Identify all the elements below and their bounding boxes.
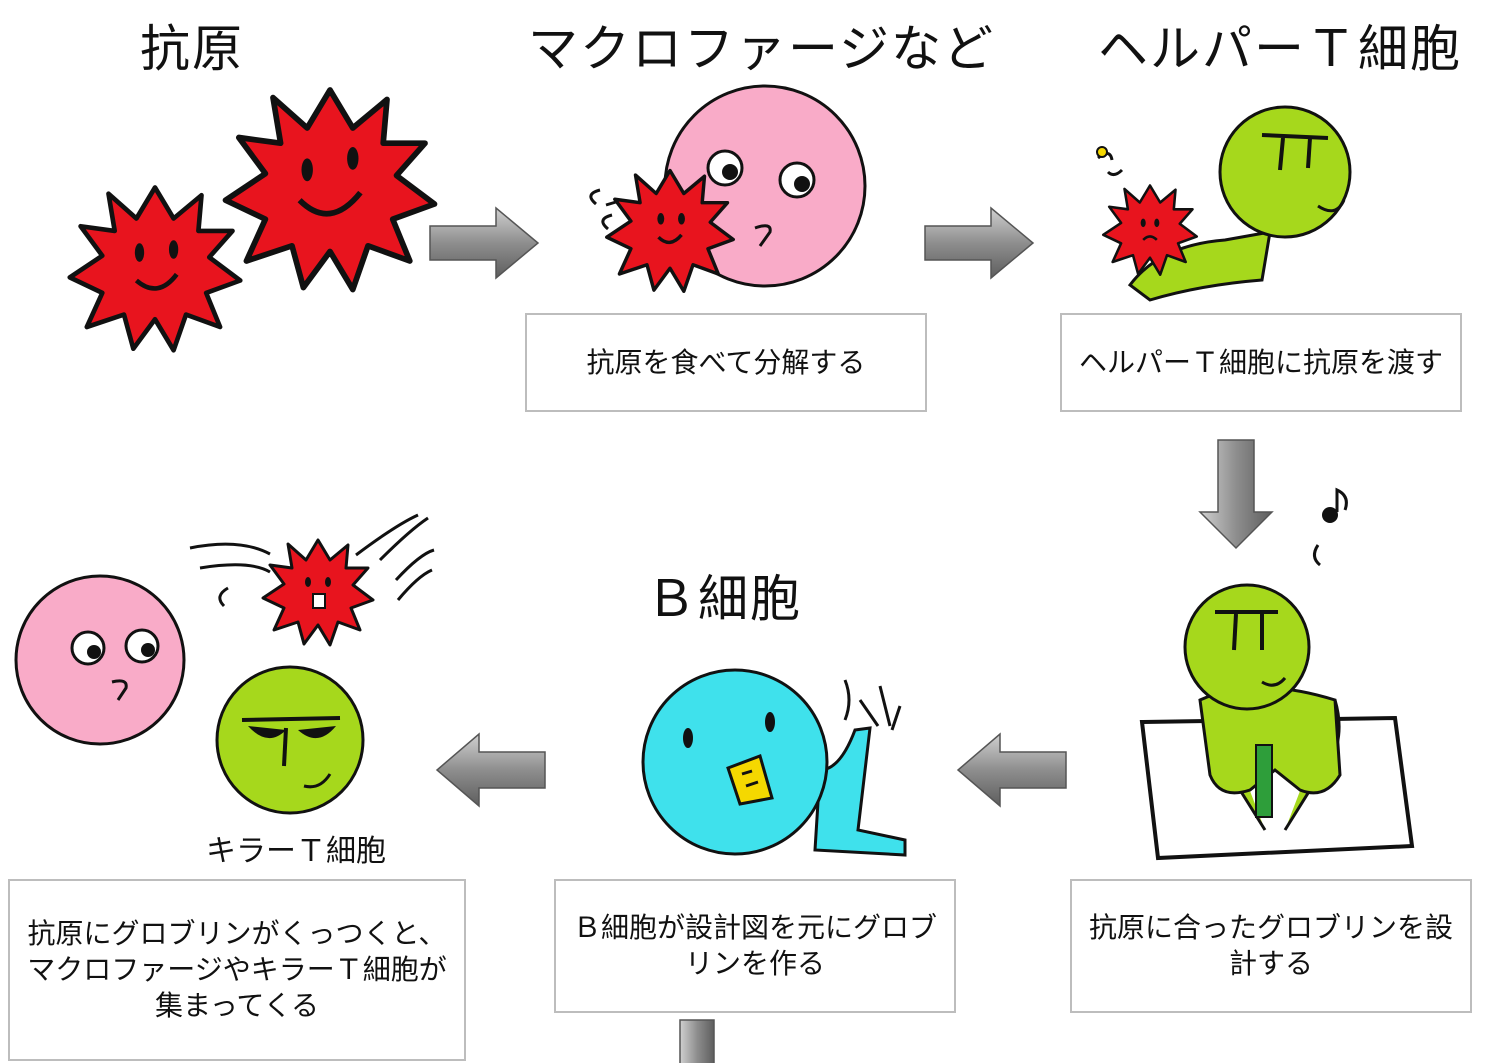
helper-t-designing-icon xyxy=(1139,487,1415,861)
antigen-icon-attacked xyxy=(261,538,375,647)
title-macrophage: マクロファージなど xyxy=(528,20,995,78)
title-b-cell: Ｂ細胞 xyxy=(646,570,802,628)
antigen-icon-small xyxy=(70,188,241,351)
arrow-down-1 xyxy=(1198,439,1274,550)
helper-t-cell-icon xyxy=(1127,105,1352,302)
antigen-icon-large xyxy=(226,90,435,290)
killer-t-cell-icon xyxy=(215,665,365,815)
step-box-pass: ヘルパーＴ細胞に抗原を渡す xyxy=(1060,313,1462,412)
arrow-left-2 xyxy=(435,732,546,808)
arrow-right-1 xyxy=(429,206,540,280)
step-text-make: Ｂ細胞が設計図を元にグロブリンを作る xyxy=(572,911,937,980)
step-box-eat: 抗原を食べて分解する xyxy=(525,313,927,412)
arrow-down-2 xyxy=(679,1019,715,1063)
title-antigen: 抗原 xyxy=(140,20,244,78)
step-text-design: 抗原に合ったグロブリンを設計する xyxy=(1088,911,1453,980)
b-cell-icon xyxy=(641,668,907,857)
title-helper-t-cell: ヘルパーＴ細胞 xyxy=(1098,20,1462,78)
arrow-right-2 xyxy=(924,206,1035,280)
macrophage-gathering-icon xyxy=(14,574,186,746)
arrow-left-1 xyxy=(956,732,1067,808)
step-box-make: Ｂ細胞が設計図を元にグロブリンを作る xyxy=(554,879,956,1013)
step-box-gather: 抗原にグロブリンがくっつくと、マクロファージやキラーＴ細胞が集まってくる xyxy=(8,879,466,1061)
step-text-eat: 抗原を食べて分解する xyxy=(586,345,866,379)
step-text-gather: 抗原にグロブリンがくっつくと、マクロファージやキラーＴ細胞が集まってくる xyxy=(27,917,447,1022)
antigen-icon-passed xyxy=(1101,184,1199,277)
step-text-pass: ヘルパーＴ細胞に抗原を渡す xyxy=(1078,345,1443,379)
label-killer-t-cell: キラーＴ細胞 xyxy=(206,834,386,869)
antigen-icon-eaten xyxy=(605,168,735,293)
step-box-design: 抗原に合ったグロブリンを設計する xyxy=(1070,879,1472,1013)
